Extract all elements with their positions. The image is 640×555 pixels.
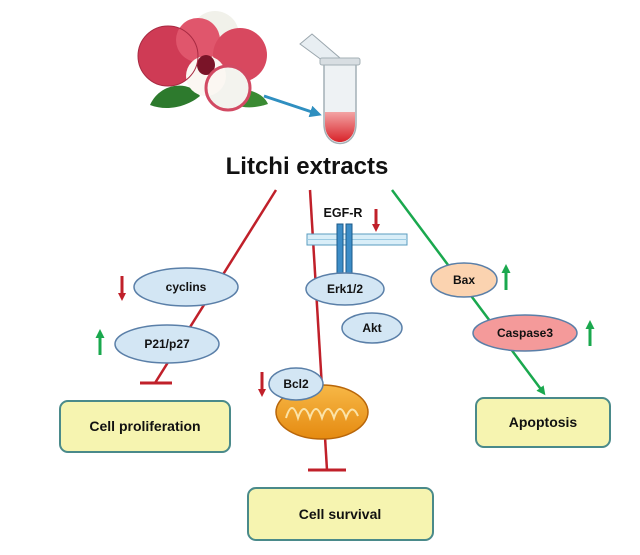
node-p21-p27: P21/p27 (114, 324, 220, 364)
outcome-survival-box: Cell survival (247, 487, 434, 541)
p21-p27-label: P21/p27 (144, 337, 190, 351)
bax-label: Bax (453, 273, 475, 287)
node-cyclins: cyclins (133, 267, 239, 307)
caspase3-label: Caspase3 (497, 326, 553, 340)
survival-label: Cell survival (299, 506, 382, 522)
egfr-label: EGF-R (324, 206, 363, 220)
apoptosis-label: Apoptosis (509, 414, 578, 430)
akt-label: Akt (362, 321, 381, 335)
egfr-receptor (336, 223, 353, 275)
node-akt: Akt (341, 312, 403, 344)
cell-membrane (306, 233, 408, 246)
transfer-arrow (263, 94, 322, 118)
bcl2-label: Bcl2 (283, 377, 309, 391)
diagram-title: Litchi extracts (226, 153, 389, 180)
outcome-apoptosis-box: Apoptosis (475, 397, 611, 448)
litchi-fruit-illustration (137, 11, 268, 112)
node-bcl2: Bcl2 (268, 367, 324, 401)
outcome-proliferation-box: Cell proliferation (59, 400, 231, 453)
node-bax: Bax (430, 262, 498, 298)
test-tube-icon (299, 33, 361, 145)
node-caspase3: Caspase3 (472, 314, 578, 352)
proliferation-label: Cell proliferation (89, 418, 200, 434)
cyclins-label: cyclins (166, 280, 207, 294)
erk-label: Erk1/2 (327, 282, 363, 296)
node-erk: Erk1/2 (305, 272, 385, 306)
